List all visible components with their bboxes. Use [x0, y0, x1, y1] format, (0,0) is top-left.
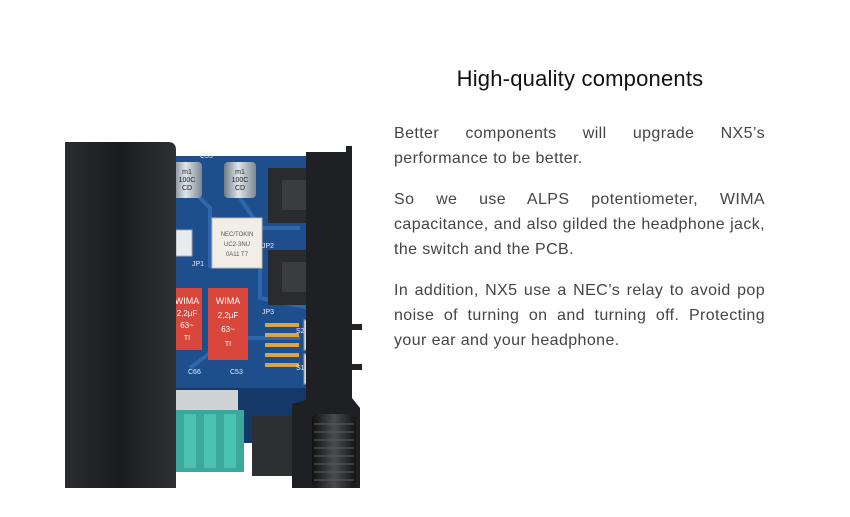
paragraph-nec-relay: In addition, NX5 use a NEC’s relay to av… [394, 282, 765, 349]
wima2-value: 2,2µF [218, 311, 239, 320]
small-connector [175, 229, 193, 257]
relay-line3: 0A11 T7 [226, 252, 249, 258]
wima1-code: TI [184, 335, 190, 342]
pcb-label-c66: C66 [188, 369, 201, 376]
aluminium-chassis [65, 142, 176, 488]
cap1-line1: m1 [182, 169, 192, 176]
side-button-1 [352, 324, 362, 330]
paragraph-components: Better components will upgrade NX5’s per… [394, 125, 765, 167]
pcb-label-jp3: JP3 [262, 309, 274, 316]
pcb-label-jp2: JP2 [262, 243, 274, 250]
volume-knob [312, 414, 356, 488]
page-title: High-quality components [456, 66, 704, 91]
cap1-line2: 100C [179, 177, 196, 184]
pcb-label-jp1: JP1 [192, 261, 204, 268]
wima1-brand: WIMA [175, 296, 200, 306]
wima-capacitor-1: WIMA 2,2µF 63~ TI [172, 288, 202, 350]
relay-line2: UC2-3NU [224, 242, 250, 248]
pcb-label-c53: C53 [230, 369, 243, 376]
product-photo: m1 100C CD m1 100C CD NEC/TOKIN UC2-3NU … [65, 142, 362, 488]
nec-relay: NEC/TOKIN UC2-3NU 0A11 T7 [211, 217, 263, 269]
wima2-brand: WIMA [216, 296, 241, 306]
cap1-line3: CD [182, 185, 192, 192]
cap2-line2: 100C [232, 177, 249, 184]
wima1-value: 2,2µF [177, 309, 198, 318]
paragraph-alps-wima: So we use ALPS potentiometer, WIMA capac… [394, 191, 765, 258]
electrolytic-capacitor-1: m1 100C CD [172, 162, 202, 198]
cap2-line1: m1 [235, 169, 245, 176]
side-panel [292, 146, 360, 488]
pcb-label-s1: S1 [296, 365, 305, 372]
electrolytic-capacitor-2: m1 100C CD [224, 162, 256, 198]
pcb-label-c55: C55 [200, 153, 213, 160]
wima-capacitor-2: WIMA 2,2µF 63~ TI [208, 288, 248, 360]
dark-component [252, 416, 292, 476]
pin-header [265, 323, 299, 367]
wima2-code: TI [225, 341, 231, 348]
wima1-voltage: 63~ [180, 321, 194, 330]
wima2-voltage: 63~ [221, 325, 235, 334]
pcb-label-s2: S2 [296, 328, 305, 335]
cap2-line3: CD [235, 185, 245, 192]
relay-line1: NEC/TOKIN [221, 232, 254, 238]
side-button-2 [352, 364, 362, 370]
